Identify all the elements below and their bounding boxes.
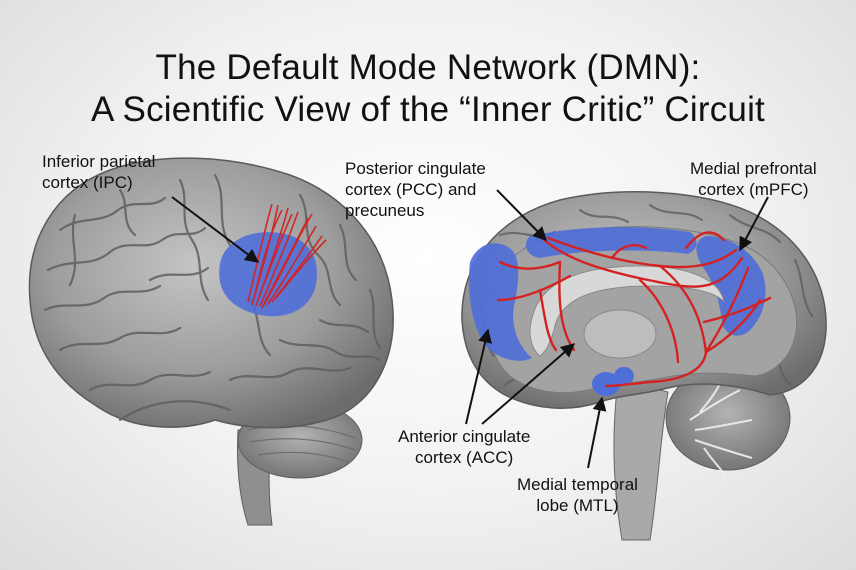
label-mtl: Medial temporal lobe (MTL) <box>517 474 638 516</box>
label-mpfc-line-1: Medial prefrontal <box>690 159 817 178</box>
label-ipc-line-2: cortex (IPC) <box>42 173 133 192</box>
label-acc-line-1: Anterior cingulate <box>398 427 531 446</box>
pcc-arrow <box>496 189 547 241</box>
label-acc-line-2: cortex (ACC) <box>415 448 514 467</box>
diagram-title-line-1: The Default Mode Network (DMN): <box>155 48 701 87</box>
diagram-title-line-2: A Scientific View of the “Inner Critic” … <box>91 90 765 129</box>
label-pcc-line-2: cortex (PCC) and <box>345 180 477 199</box>
label-ipc: Inferior parietal cortex (IPC) <box>42 151 155 193</box>
lateral-cerebrum <box>28 157 394 429</box>
label-mpfc: Medial prefrontal cortex (mPFC) <box>690 158 817 200</box>
medial-brain <box>461 189 827 541</box>
label-pcc-line-1: Posterior cingulate <box>345 159 486 178</box>
ipc-arrow <box>171 196 260 263</box>
label-mtl-line-1: Medial temporal <box>517 475 638 494</box>
label-acc: Anterior cingulate cortex (ACC) <box>398 426 530 468</box>
label-pcc: Posterior cingulate cortex (PCC) and pre… <box>345 158 486 221</box>
lateral-brain <box>28 157 394 526</box>
label-pcc-line-3: precuneus <box>345 201 425 220</box>
label-mpfc-line-2: cortex (mPFC) <box>698 180 809 199</box>
label-mtl-line-2: lobe (MTL) <box>536 496 619 515</box>
medial-brainstem <box>613 379 669 541</box>
mpfc-arrow <box>739 196 769 252</box>
mtl-arrow <box>587 396 607 469</box>
mtl-region <box>592 372 620 396</box>
ipc-tract-bundle <box>247 203 327 309</box>
acc-arrow-2 <box>481 343 576 425</box>
label-ipc-line-1: Inferior parietal <box>42 152 156 171</box>
thalamus <box>583 309 657 359</box>
corpus-callosum <box>529 265 725 357</box>
acc-arrow-1 <box>465 328 492 425</box>
cingulate-upper-region <box>525 227 697 258</box>
arbor-vitae <box>689 377 753 477</box>
